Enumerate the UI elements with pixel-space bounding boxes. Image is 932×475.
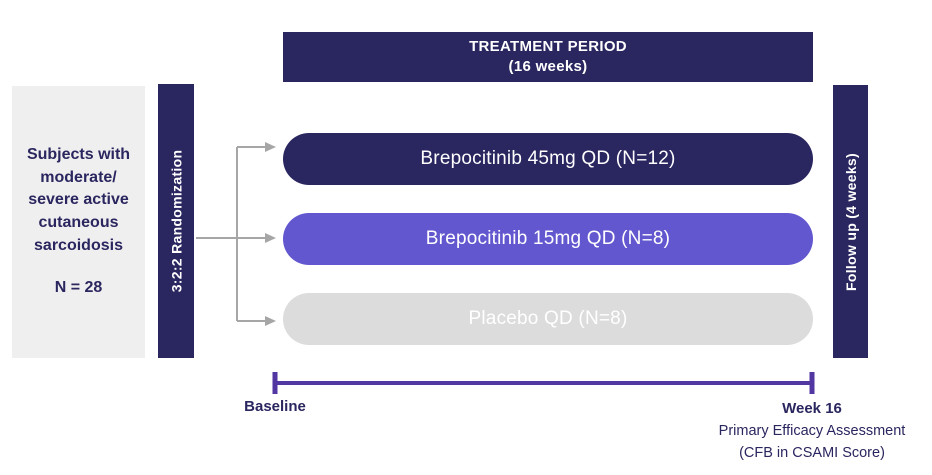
- arm-label: Brepocitinib 45mg QD (N=12): [420, 148, 676, 169]
- treatment-period-duration: (16 weeks): [508, 58, 588, 75]
- population-sample-size: N = 28: [54, 279, 103, 297]
- arrowhead-arm3: [265, 316, 276, 326]
- randomization-label: 3:2:2 Randomization: [168, 149, 185, 293]
- arm-label: Brepocitinib 15mg QD (N=8): [425, 228, 671, 249]
- arrowhead-arm1: [265, 142, 276, 152]
- arrowhead-arm2: [265, 233, 276, 243]
- randomization-bar: 3:2:2 Randomization: [158, 84, 194, 358]
- population-description: Subjects with moderate/ severe active cu…: [26, 145, 131, 254]
- followup-label: Follow up (4 weeks): [842, 152, 859, 291]
- timeline-week16-label: Week 16: [782, 400, 842, 417]
- arm-pill-placebo: Placebo QD (N=8): [283, 293, 813, 345]
- randomization-arrows: [196, 146, 266, 322]
- followup-bar: Follow up (4 weeks): [833, 85, 868, 358]
- population-box: Subjects with moderate/ severe active cu…: [12, 86, 145, 358]
- timeline-axis: [272, 372, 815, 394]
- cfb-csami-score-label: (CFB in CSAMI Score): [739, 445, 885, 461]
- arm-label: Placebo QD (N=8): [468, 308, 628, 329]
- treatment-period-title: TREATMENT PERIOD: [469, 37, 627, 55]
- arm-pill-brepocitinib-15mg: Brepocitinib 15mg QD (N=8): [283, 213, 813, 265]
- primary-efficacy-assessment-label: Primary Efficacy Assessment: [718, 423, 906, 439]
- timeline-baseline-label: Baseline: [244, 398, 306, 415]
- arm-pill-brepocitinib-45mg: Brepocitinib 45mg QD (N=12): [283, 133, 813, 185]
- timeline-week16-block: Week 16 Primary Efficacy Assessment (CFB…: [692, 398, 932, 464]
- treatment-period-header: TREATMENT PERIOD (16 weeks): [283, 32, 813, 82]
- arrowheads: [265, 142, 276, 326]
